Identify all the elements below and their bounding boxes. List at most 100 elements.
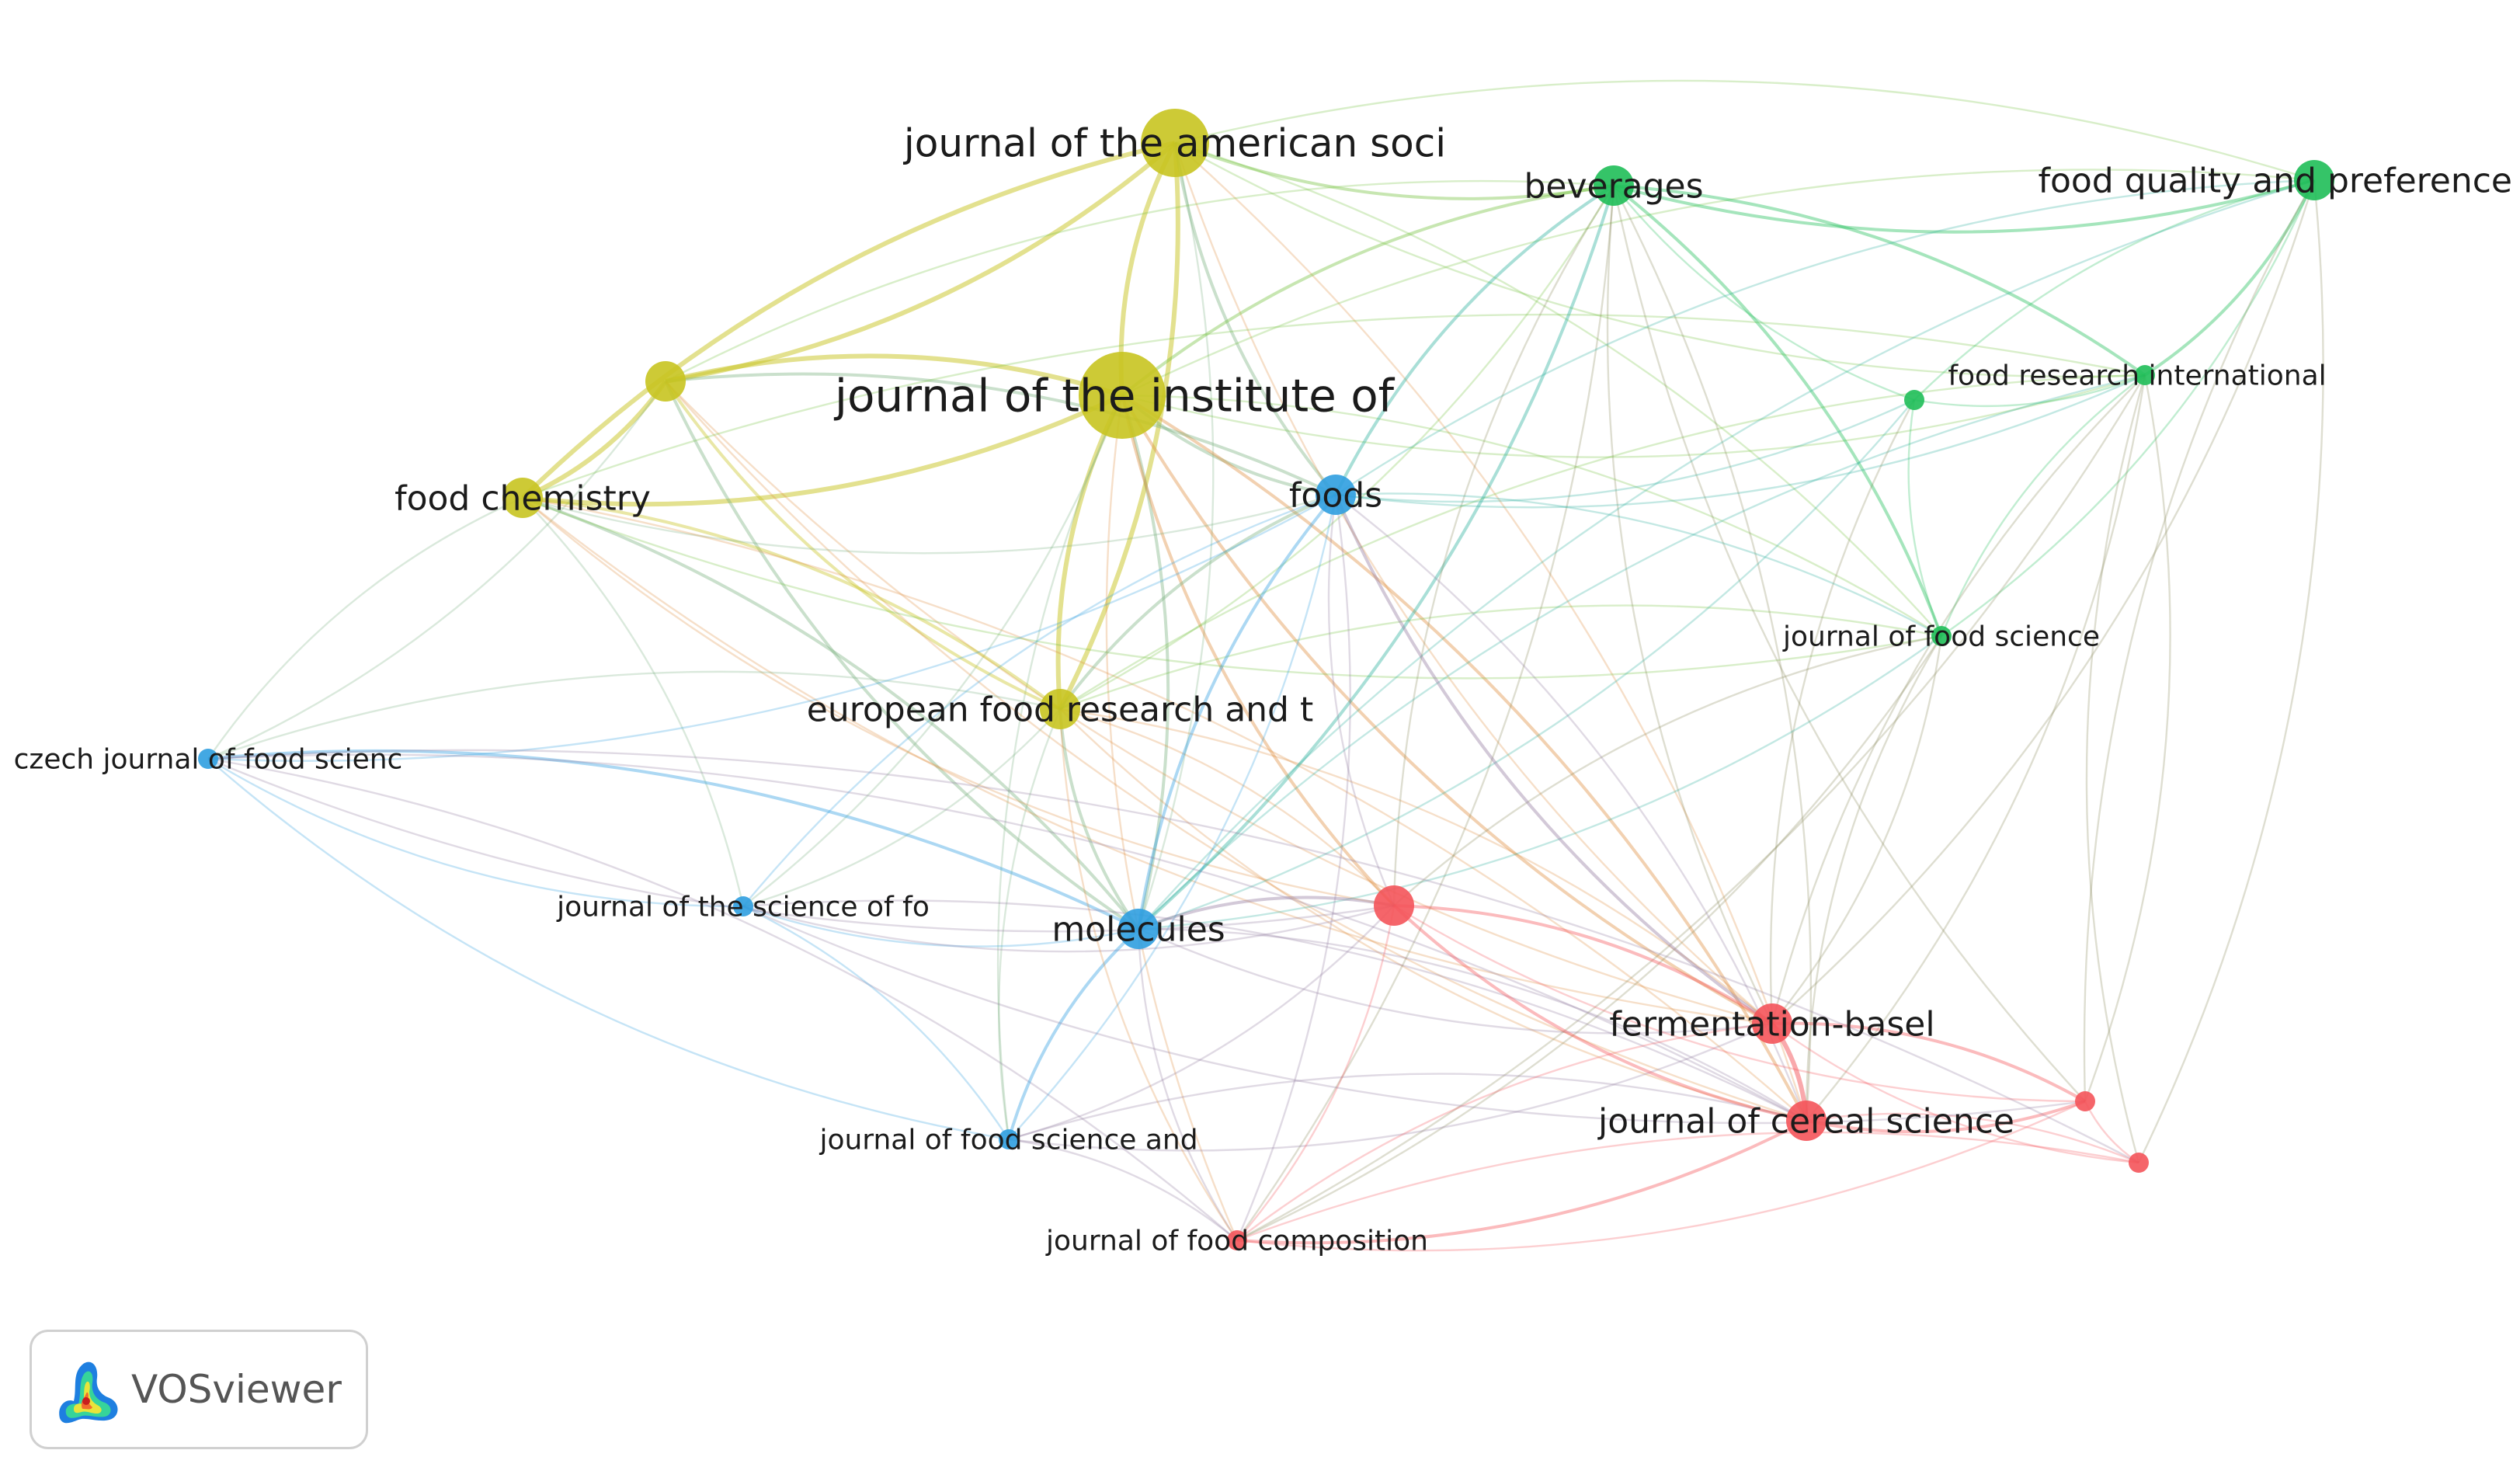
link-jib-y_unlabeled — [665, 353, 1123, 398]
node-jasbc[interactable] — [1141, 109, 1209, 177]
link-foodchem-jfs — [522, 496, 1942, 680]
link-jsfa-r_unlabeled1 — [742, 904, 1395, 953]
link-beverages-fermentation — [1606, 185, 1774, 1024]
link-y_unlabeled-foods — [665, 372, 1336, 496]
node-jcs[interactable] — [1786, 1101, 1827, 1141]
link-beverages-fqp — [1613, 179, 2315, 234]
link-jib-efrt — [1055, 394, 1124, 710]
link-jib-molecules — [1121, 395, 1170, 930]
link-efrt-jfst — [998, 708, 1062, 1140]
link-y_unlabeled-czech — [207, 381, 666, 760]
node-fermentation[interactable] — [1752, 1003, 1792, 1044]
link-foodchem-fri — [522, 313, 2146, 499]
node-beverages[interactable] — [1594, 165, 1634, 206]
node-jfca[interactable] — [1227, 1230, 1247, 1250]
link-jfs-jfca — [1236, 635, 1942, 1242]
node-label-jsfa: journal of the science of fo — [556, 892, 930, 923]
vosviewer-badge: VOSviewer — [30, 1330, 368, 1449]
link-fqp-g_unlabeled — [1913, 179, 2315, 401]
link-r_unlabeled1-r_unlabeled2 — [1393, 904, 2086, 1103]
link-fermentation-r_unlabeled2 — [1771, 1021, 2086, 1103]
node-label-foodchem: food chemistry — [395, 478, 651, 518]
node-jfst[interactable] — [999, 1129, 1019, 1149]
link-foodchem-foods — [522, 493, 1336, 555]
link-jasbc-efrt — [1058, 142, 1180, 711]
link-foods-molecules — [1137, 493, 1337, 930]
link-jfca-r_unlabeled3 — [1236, 1131, 2139, 1242]
link-molecules-fermentation — [1138, 927, 1773, 1035]
nodes-layer — [198, 109, 2334, 1250]
link-efrt-jcs — [1059, 708, 1807, 1122]
node-jfs[interactable] — [1931, 626, 1952, 646]
node-fqp[interactable] — [2294, 160, 2334, 200]
link-fri-g_unlabeled — [1913, 374, 2146, 408]
link-y_unlabeled-efrt — [664, 380, 1061, 711]
node-r_unlabeled1[interactable] — [1374, 885, 1414, 926]
link-fri-r_unlabeled3 — [2085, 374, 2146, 1163]
link-jfs-foods — [1335, 492, 1942, 638]
links-layer — [207, 79, 2324, 1252]
link-jib-fqp — [1121, 169, 2315, 397]
link-fqp-molecules — [1138, 179, 2315, 930]
link-jasbc-y_unlabeled — [665, 141, 1177, 384]
link-jsfa-jfst — [742, 905, 1010, 1140]
link-beverages-r_unlabeled1 — [1392, 185, 1615, 906]
link-fqp-fri — [2143, 179, 2316, 377]
node-g_unlabeled[interactable] — [1904, 390, 1924, 410]
link-czech-molecules — [207, 749, 1139, 930]
link-fri-jfca — [1236, 374, 2146, 1242]
link-jasbc-jfs — [1174, 141, 1942, 637]
link-molecules-jcs — [1138, 927, 1807, 1122]
node-efrt[interactable] — [1040, 689, 1080, 729]
link-beverages-jfs — [1612, 184, 1943, 637]
link-beverages-g_unlabeled — [1613, 185, 1915, 402]
link-r_unlabeled1-fermentation — [1393, 904, 1774, 1025]
link-jasbc-foods — [1173, 142, 1337, 496]
node-label-foods: foods — [1289, 475, 1382, 515]
node-jsfa[interactable] — [733, 896, 753, 916]
link-jasbc-fermentation — [1173, 142, 1773, 1024]
link-molecules-r_unlabeled1 — [1138, 895, 1395, 930]
link-g_unlabeled-molecules — [1138, 399, 1915, 930]
node-label-jfca: journal of food composition — [1045, 1226, 1428, 1257]
node-y_unlabeled[interactable] — [645, 361, 686, 402]
link-fqp-foods — [1335, 179, 2315, 496]
link-jcs-r_unlabeled2 — [1806, 1100, 2086, 1134]
link-jsfa-jcs — [742, 899, 1807, 1122]
node-r_unlabeled2[interactable] — [2075, 1091, 2095, 1111]
link-efrt-jfs — [1059, 604, 1942, 711]
link-czech-r_unlabeled1 — [207, 757, 1395, 933]
link-y_unlabeled-foodchem — [521, 380, 668, 500]
link-efrt-r_unlabeled1 — [1059, 708, 1395, 906]
link-jsfa-r_unlabeled2 — [742, 905, 2086, 1125]
link-efrt-fri — [1059, 374, 2146, 711]
link-foodchem-efrt — [522, 496, 1062, 711]
node-label-jasbc: journal of the american soci — [903, 121, 1446, 166]
node-label-jfs: journal of food science — [1782, 621, 2100, 653]
link-fqp-fermentation — [1771, 179, 2316, 1024]
link-jib-jfst — [996, 395, 1124, 1140]
link-efrt-fermentation — [1059, 708, 1773, 1024]
link-beverages-jfca — [1236, 185, 1615, 1241]
node-r_unlabeled3[interactable] — [2129, 1153, 2149, 1173]
link-y_unlabeled-molecules — [664, 381, 1140, 930]
node-foods[interactable] — [1316, 475, 1356, 515]
link-jib-foodchem — [522, 393, 1124, 507]
link-czech-jsfa — [207, 757, 744, 908]
node-jib[interactable] — [1079, 352, 1166, 439]
link-r_unlabeled1-jcs — [1392, 904, 1807, 1122]
link-foods-czech — [207, 493, 1336, 762]
vosviewer-logo-icon — [59, 1361, 118, 1424]
link-foodchem-czech — [207, 496, 523, 760]
link-jfst-jcs — [1008, 1073, 1807, 1141]
link-czech-jfst — [207, 758, 1010, 1141]
node-czech[interactable] — [198, 749, 218, 769]
node-fri[interactable] — [2135, 365, 2155, 385]
link-y_unlabeled-fermentation — [665, 381, 1773, 1025]
link-jfst-r_unlabeled1 — [1008, 905, 1395, 1141]
node-foodchem[interactable] — [502, 478, 543, 518]
link-foodchem-jsfa — [522, 497, 745, 907]
node-molecules[interactable] — [1118, 909, 1159, 949]
link-foods-jfst — [1008, 494, 1337, 1140]
